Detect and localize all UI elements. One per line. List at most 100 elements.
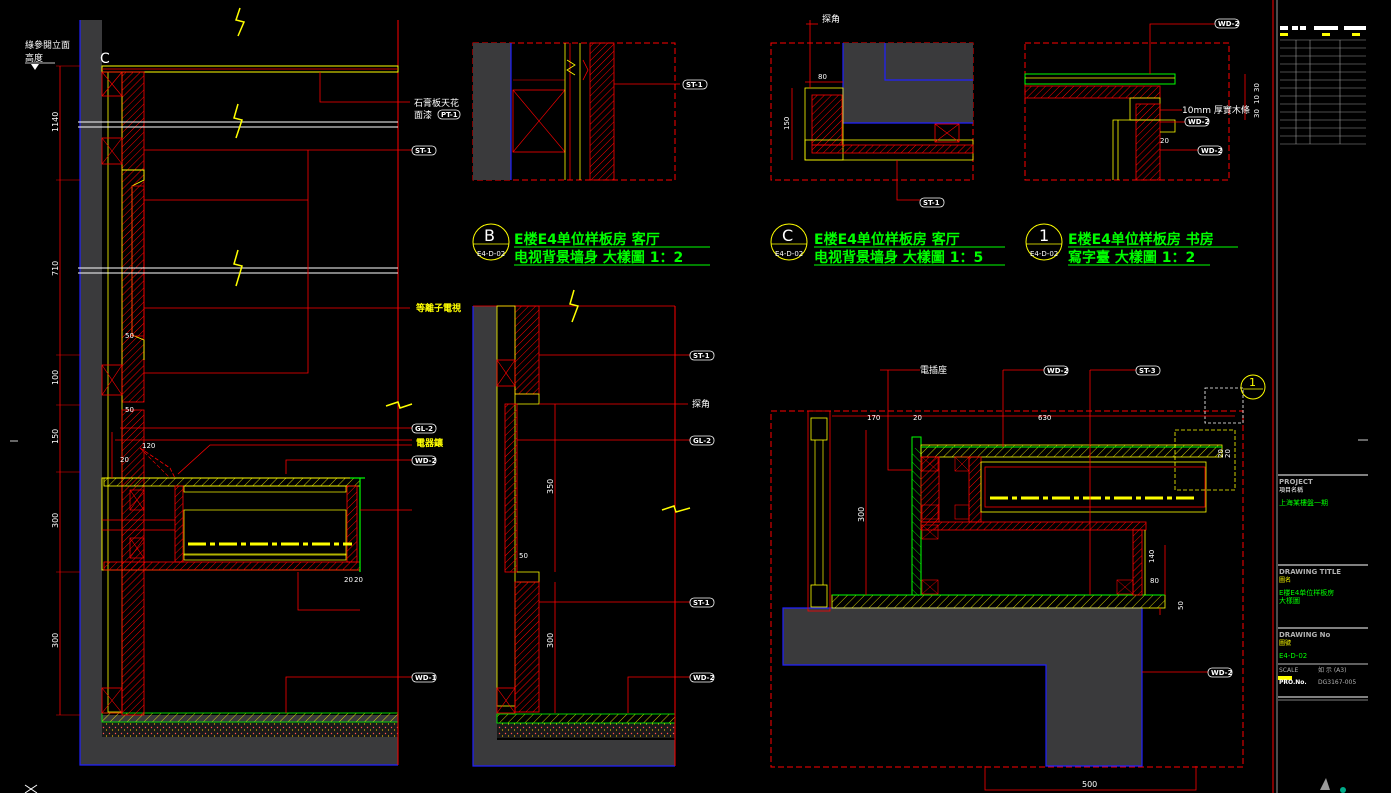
tb-title-1: E楼E4单位样板房 — [1279, 588, 1334, 597]
tb-title-cn: 圖名 — [1279, 576, 1291, 584]
callout-tag-st1-mid-a: ST-1 — [689, 350, 715, 361]
detail-c-title-line1: E楼E4单位样板房 客厅 — [814, 231, 960, 248]
svg-text:140: 140 — [1148, 550, 1156, 563]
tb-scale-label: SCALE — [1279, 667, 1298, 674]
tb-project-label: PROJECT — [1279, 478, 1313, 486]
tb-drawing-no: E4-D-02 — [1279, 652, 1307, 660]
ref-note-line2: 高度 — [25, 52, 43, 64]
dim-50-a: 50 — [125, 332, 134, 340]
detail-b-ref: E4-D-02 — [477, 250, 505, 258]
svg-text:50: 50 — [1177, 601, 1185, 610]
svg-text:80: 80 — [1150, 577, 1159, 585]
detail-c-corner: 探角 — [822, 13, 840, 25]
svg-text:ST-1: ST-1 — [923, 199, 940, 207]
svg-text:ST-1: ST-1 — [686, 81, 703, 89]
svg-text:PT-1: PT-1 — [441, 111, 458, 119]
detail-1-title-line1: E楼E4单位样板房 书房 — [1068, 231, 1214, 248]
detail-1: 10mm 厚實木條 20 30 10 30 — [1024, 23, 1261, 181]
dim-150: 150 — [51, 429, 60, 444]
svg-text:ST-1: ST-1 — [693, 352, 710, 360]
callout-tag-st1-c: ST-1 — [919, 197, 945, 208]
tb-project-name-2: 上海某樓盤一期 — [1279, 498, 1328, 507]
callout-tv: 等離子電視 — [415, 302, 461, 314]
svg-text:20: 20 — [913, 414, 922, 422]
middle-section: 350 50 300 探角 — [472, 289, 710, 767]
dim-20-c: 20 — [354, 576, 363, 584]
tb-project-no-label: PRO.No. — [1279, 679, 1307, 686]
callout-tag-wd2-main: WD-2 — [411, 455, 437, 466]
floor-finish — [101, 712, 399, 723]
floor-screed — [102, 722, 398, 737]
svg-text:WD-2: WD-2 — [1188, 118, 1210, 126]
callout-tag-wd2-mid: WD-2 — [689, 672, 715, 683]
dim-20-b: 20 — [344, 576, 353, 584]
tb-project-no-value: DG3167-005 — [1318, 679, 1356, 686]
tb-scale-value: 如 示 (A3) — [1318, 666, 1346, 674]
svg-text:50: 50 — [519, 552, 528, 560]
detail-b-title-line2: 电视背景墙身 大樣圖 1：2 — [514, 249, 683, 266]
detail-c-dim-150: 150 — [783, 117, 791, 130]
title-block: PROJECT 項目名稱 上海某樓盤一期 DRAWING TITLE 圖名 E楼… — [10, 0, 1368, 793]
svg-text:30: 30 — [1253, 109, 1261, 118]
callout-tag-gl2-mid: GL-2 — [689, 435, 715, 446]
callout-tag-st1-main: ST-1 — [411, 145, 437, 156]
detail-c-ref: E4-D-02 — [775, 250, 803, 258]
svg-text:ST-1: ST-1 — [415, 147, 432, 155]
wall-mass — [80, 20, 102, 765]
dim-300-b: 300 — [51, 633, 60, 648]
svg-text:WD-2: WD-2 — [693, 674, 715, 682]
svg-text:20: 20 — [1217, 449, 1225, 458]
svg-text:WD-2: WD-2 — [1211, 669, 1233, 677]
svg-text:1: 1 — [1249, 376, 1256, 389]
svg-text:ST-1: ST-1 — [693, 599, 710, 607]
svg-text:350: 350 — [546, 479, 555, 494]
tb-title-label: DRAWING TITLE — [1279, 568, 1341, 576]
tb-project-name-1: 項目名稱 — [1279, 486, 1303, 494]
detail-c-title-line2: 电视背景墙身 大樣圖 1：5 — [814, 249, 983, 266]
svg-text:WD-1: WD-1 — [415, 674, 437, 682]
ref-note-line1: 綠參閱立面 — [25, 39, 70, 51]
detail-1-title-line2: 寫字臺 大樣圖 1：2 — [1068, 249, 1195, 266]
detail-c-letter: C — [782, 226, 793, 245]
detail-1-letter: 1 — [1039, 226, 1049, 245]
svg-text:170: 170 — [867, 414, 880, 422]
callout-tag-wd2-desk-b: WD-2 — [1207, 667, 1233, 678]
svg-text:630: 630 — [1038, 414, 1051, 422]
callout-tag-wd2-desk-a: WD-2 — [1043, 365, 1069, 376]
detail-1-title: 1 E4-D-02 E楼E4单位样板房 书房 寫字臺 大樣圖 1：2 — [1025, 223, 1238, 266]
dim-100: 100 — [51, 370, 60, 385]
svg-text:WD-2: WD-2 — [1218, 20, 1240, 28]
svg-text:20: 20 — [1224, 449, 1232, 458]
dim-20-a: 20 — [120, 456, 129, 464]
callout-tag-st3-desk: ST-3 — [1135, 365, 1161, 376]
callout-tag-st1-mid-b: ST-1 — [689, 597, 715, 608]
svg-text:WD-2: WD-2 — [415, 457, 437, 465]
callout-tag-wd2-detail1-bot: WD-2 — [1197, 145, 1223, 156]
svg-text:300: 300 — [857, 507, 866, 522]
callout-tag-pt1: PT-1 — [437, 109, 461, 120]
svg-text:WD-2: WD-2 — [1047, 367, 1069, 375]
middle-corner-label: 探角 — [692, 398, 710, 410]
callout-gypsum-line1: 石膏板天花 — [414, 97, 459, 109]
svg-text:500: 500 — [1082, 780, 1097, 789]
dim-120: 120 — [142, 442, 155, 450]
svg-text:ST-3: ST-3 — [1139, 367, 1156, 375]
svg-text:GL-2: GL-2 — [693, 437, 711, 445]
svg-text:C: C — [100, 51, 110, 67]
detail-c-title: C E4-D-02 E楼E4单位样板房 客厅 电视背景墙身 大樣圖 1：5 — [770, 223, 1005, 266]
detail-1-strip-note: 10mm 厚實木條 — [1182, 104, 1250, 116]
callout-tag-wd1-main: WD-1 — [411, 672, 437, 683]
tb-drawing-no-cn: 圖號 — [1279, 639, 1291, 647]
ucs-icon — [24, 784, 38, 793]
detail-b — [472, 42, 680, 181]
callout-tag-gl2-main: GL-2 — [411, 423, 437, 434]
desk-label-plinth: 電插座 — [920, 364, 947, 376]
svg-text:10: 10 — [1253, 95, 1261, 104]
detail-1-ref: E4-D-02 — [1030, 250, 1058, 258]
dim-50-b: 50 — [125, 406, 134, 414]
detail-c: 探角 80 150 — [770, 13, 974, 201]
callout-gypsum-line2: 面漆 — [414, 109, 432, 121]
main-section-elevation: 1140 710 100 150 300 300 50 50 120 20 20… — [25, 7, 461, 766]
tb-drawing-no-label: DRAWING No — [1279, 631, 1331, 639]
